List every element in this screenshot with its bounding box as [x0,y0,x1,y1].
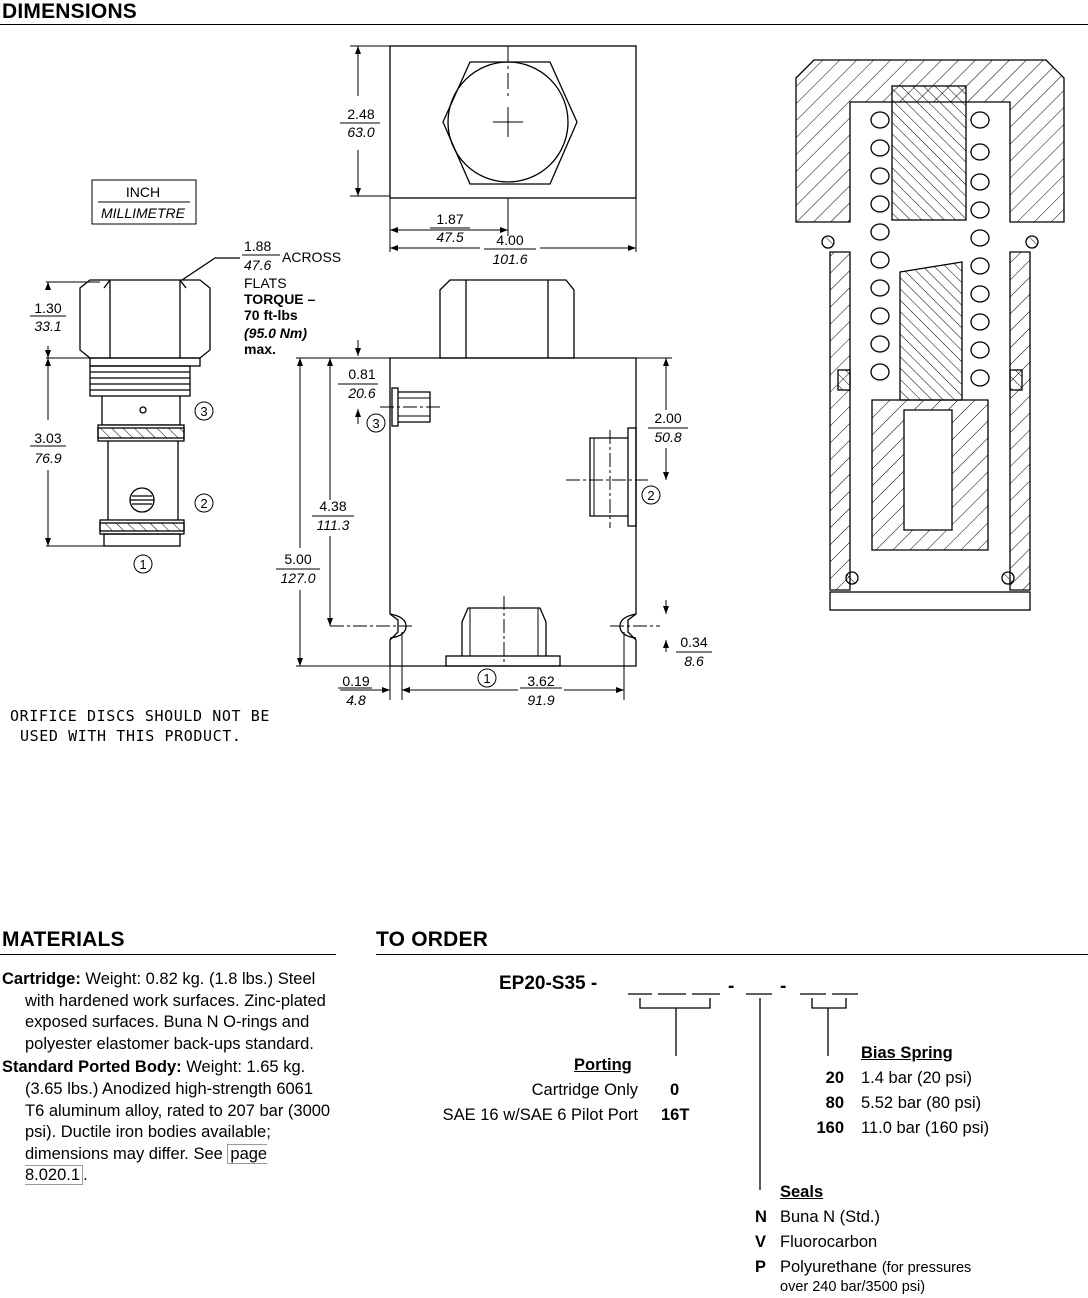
body-block: Standard Ported Body: Weight: 1.65 kg. (… [2,1057,332,1187]
porting-title: Porting [574,1056,632,1074]
dim-block-h-inch: 5.00 [284,551,311,567]
dim-edge-off-mm: 4.8 [346,692,366,708]
to-order-header: TO ORDER [376,928,489,951]
body-front-dims [276,340,712,700]
seals-option-1-code: V [755,1233,767,1251]
order-code-diagram: - - [628,980,858,1190]
model-code: EP20-S35 - [499,973,598,994]
bias-option-1-code: 80 [825,1094,844,1112]
body-end: . [83,1166,88,1185]
dim-block-h-mm: 127.0 [280,570,315,586]
bias-spring-title: Bias Spring [861,1044,953,1062]
across-flats-label2: FLATS [244,275,287,291]
cartridge-text: Weight: 0.82 kg. (1.8 lbs.) Steel with h… [25,970,326,1053]
torque-line2: 70 ft-lbs [244,307,298,323]
materials-header: MATERIALS [2,928,125,951]
seals-option-2-main: Polyurethane [780,1258,878,1276]
bias-option-2-code: 160 [816,1119,844,1137]
porting-option-0-code: 0 [670,1081,680,1099]
body-port-1: 1 [483,671,490,686]
dim-port3-mm: 20.6 [347,385,375,401]
body-top-view [389,45,637,199]
dim-top-h-mm: 63.0 [347,124,374,140]
torque-line3: (95.0 Nm) [244,325,307,341]
dim-edge-off-inch: 0.19 [342,673,369,689]
note-line-1: ORIFICE DISCS SHOULD NOT BE [10,707,271,725]
cartridge-block: Cartridge: Weight: 0.82 kg. (1.8 lbs.) S… [2,969,332,1055]
seals-option-0-label: Buna N (Std.) [780,1208,880,1226]
across-flats-inch: 1.88 [244,238,271,254]
dim-top-h-inch: 2.48 [347,106,374,122]
cart-port-2: 2 [200,496,207,511]
materials-body: Cartridge: Weight: 0.82 kg. (1.8 lbs.) S… [2,969,332,1189]
cart-port-3: 3 [200,404,207,419]
body-top-dims [340,45,637,252]
dim-port3-inch: 0.81 [348,366,375,382]
cartridge-cross-section [795,59,1065,611]
dim-port2-inch: 2.00 [654,410,681,426]
dim-mount-h-inch: 4.38 [319,498,346,514]
dim-hole-span-mm: 91.9 [527,692,554,708]
seals-option-2-label: Polyurethane (for pressures [780,1258,971,1277]
dimensions-rule [0,24,1088,25]
porting-option-0-label: Cartridge Only [531,1081,638,1099]
torque-line1: TORQUE – [244,291,316,307]
dimension-drawing: INCH MILLIMETRE [30,45,1065,708]
seals-option-0-code: N [755,1208,767,1226]
torque-line4: max. [244,341,276,357]
body-label: Standard Ported Body: [2,1058,182,1077]
seals-option-2-small: (for pressures [881,1260,972,1276]
to-order-rule [376,954,1088,955]
dim-hex-h-mm: 33.1 [34,318,61,334]
order-sep-2: - [780,980,786,997]
dim-mount-h-mm: 111.3 [317,517,350,533]
orifice-note: ORIFICE DISCS SHOULD NOT BE USED WITH TH… [10,706,270,746]
note-line-2: USED WITH THIS PRODUCT. [20,727,242,745]
cartridge-label: Cartridge: [2,970,81,988]
across-flats-mm: 47.6 [244,257,271,273]
dim-hex-h-inch: 1.30 [34,300,61,316]
body-front-view [330,279,660,667]
across-flats-label1: ACROSS [282,249,341,265]
seals-option-2-small2: over 240 bar/3500 psi) [780,1279,926,1295]
dimensions-header: DIMENSIONS [2,0,138,23]
dim-hole-span-inch: 3.62 [527,673,554,689]
bias-option-0-label: 1.4 bar (20 psi) [861,1069,972,1087]
legend-inch: INCH [126,184,160,200]
cartridge-dims [30,281,104,547]
porting-option-1-label: SAE 16 w/SAE 6 Pilot Port [442,1106,638,1124]
body-port-2: 2 [647,488,654,503]
bias-option-1-label: 5.52 bar (80 psi) [861,1094,982,1112]
dim-inner-w-mm: 47.5 [436,229,463,245]
body-port-markers [366,413,661,688]
page-link[interactable]: page 8.020.1 [25,1143,268,1186]
dim-block-w-mm: 101.6 [492,251,527,267]
dim-block-w-inch: 4.00 [496,232,523,248]
cartridge-side-view [79,257,240,547]
legend-millimetre: MILLIMETRE [101,205,186,221]
porting-option-1-code: 16T [661,1106,690,1124]
seals-option-2-code: P [755,1258,767,1276]
seals-title: Seals [780,1183,824,1201]
cart-port-1: 1 [139,557,146,572]
materials-rule [0,954,336,955]
seals-option-1-label: Fluorocarbon [780,1233,878,1251]
dim-inner-w-inch: 1.87 [436,211,463,227]
cartridge-port-markers [133,401,214,574]
dim-hole-off-mm: 8.6 [684,653,704,669]
unit-legend: INCH MILLIMETRE [91,179,197,225]
dim-port2-mm: 50.8 [654,429,681,445]
bias-option-2-label: 11.0 bar (160 psi) [861,1119,990,1137]
order-sep-1: - [728,980,734,997]
dim-hole-off-inch: 0.34 [680,634,707,650]
body-port-3: 3 [372,416,379,431]
body-text: Weight: 1.65 kg. (3.65 lbs.) Anodized hi… [25,1058,331,1163]
dim-body-len-inch: 3.03 [34,430,61,446]
dim-body-len-mm: 76.9 [34,450,61,466]
bias-option-0-code: 20 [825,1069,844,1087]
